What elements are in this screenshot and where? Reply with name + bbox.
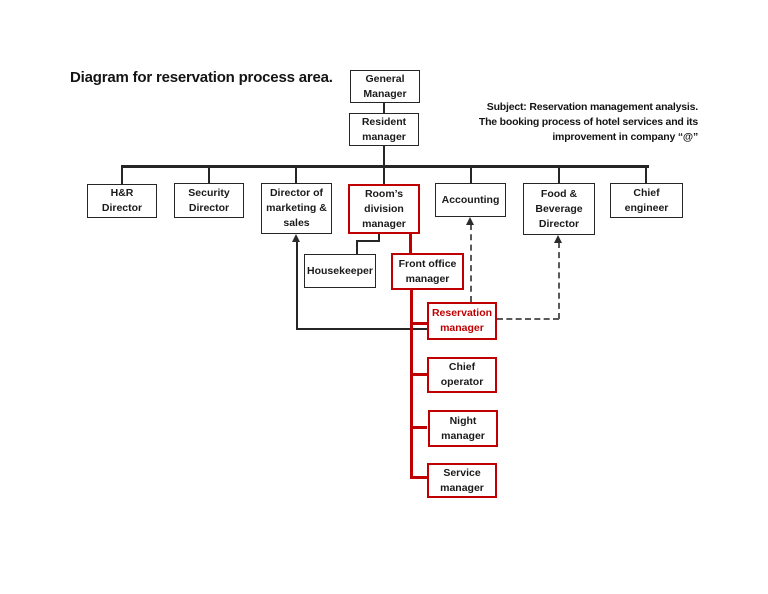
org-node-label: Room’s division manager xyxy=(362,187,406,230)
org-node-resident-manager: Resident manager xyxy=(349,113,419,146)
org-node-rooms-division-manager: Room’s division manager xyxy=(348,184,420,234)
org-node-front-office-manager: Front office manager xyxy=(391,253,464,290)
org-node-reservation-manager: Reservation manager xyxy=(427,302,497,340)
connector-stub-night-manager xyxy=(413,426,427,429)
org-node-night-manager: Night manager xyxy=(428,410,498,447)
org-node-label: General Manager xyxy=(363,72,407,100)
connector-reservation-marketing-vertical xyxy=(296,242,298,330)
connector-stub-accounting xyxy=(470,167,472,184)
org-node-service-manager: Service manager xyxy=(427,463,497,498)
org-node-label: Front office manager xyxy=(398,257,457,285)
org-node-security-director: Security Director xyxy=(174,183,244,218)
connector-reservation-marketing-horizontal xyxy=(296,328,427,330)
connector-housekeeper-stub xyxy=(356,240,358,254)
connector-stub-chief-operator xyxy=(413,373,427,376)
org-node-marketing-director: Director of marketing & sales xyxy=(261,183,332,234)
org-node-label: Night manager xyxy=(441,414,485,442)
connector-frontoffice-spine xyxy=(410,289,413,479)
connector-stub-security xyxy=(208,167,210,184)
dashed-connector-reservation-accounting xyxy=(470,224,472,302)
org-node-accounting: Accounting xyxy=(435,183,506,217)
org-node-label: Chief operator xyxy=(440,361,484,388)
org-node-chief-engineer: Chief engineer xyxy=(610,183,683,218)
org-node-label: Director of marketing & sales xyxy=(266,187,327,229)
connector-housekeeper-elbow xyxy=(356,240,380,242)
connector-stub-food-beverage xyxy=(558,167,560,184)
connector-stub-chief-engineer xyxy=(645,167,647,184)
subject-note: Subject: Reservation management analysis… xyxy=(478,101,698,143)
org-node-label: Reservation manager xyxy=(431,307,493,334)
page-title: Diagram for reservation process area. xyxy=(70,69,333,86)
connector-stub-rooms-division xyxy=(383,167,385,184)
arrowhead-into-food-beverage-icon xyxy=(554,235,562,243)
org-node-label: Service manager xyxy=(440,466,484,494)
org-node-housekeeper: Housekeeper xyxy=(304,254,376,288)
org-node-general-manager: General Manager xyxy=(350,70,420,103)
org-node-label: Housekeeper xyxy=(307,264,373,277)
dashed-connector-reservation-foodbeverage-horizontal xyxy=(497,318,559,320)
org-node-chief-operator: Chief operator xyxy=(427,357,497,393)
connector-stub-marketing xyxy=(295,167,297,184)
connector-stub-reservation xyxy=(413,322,427,325)
connector-resident-trunk xyxy=(383,146,385,166)
org-node-label: Security Director xyxy=(188,186,230,214)
org-node-label: Food & Beverage Director xyxy=(535,187,583,230)
connector-stub-hr xyxy=(121,167,123,184)
org-node-hr-director: H&R Director xyxy=(87,184,157,218)
connector-trunk-line xyxy=(121,165,649,168)
org-node-label: H&R Director xyxy=(101,187,143,214)
org-node-label: Accounting xyxy=(441,193,500,206)
arrowhead-into-marketing-director-icon xyxy=(292,234,300,242)
connector-rooms-frontoffice xyxy=(409,233,412,253)
connector-gm-resident xyxy=(383,103,385,113)
connector-stub-service-manager xyxy=(413,476,427,479)
connector-housekeeper-drop xyxy=(378,233,380,242)
arrowhead-into-accounting-icon xyxy=(466,217,474,225)
dashed-connector-reservation-foodbeverage-vertical xyxy=(558,242,560,319)
org-node-label: Resident manager xyxy=(361,115,407,143)
org-node-food-beverage-director: Food & Beverage Director xyxy=(523,183,595,235)
org-node-label: Chief engineer xyxy=(624,186,669,214)
